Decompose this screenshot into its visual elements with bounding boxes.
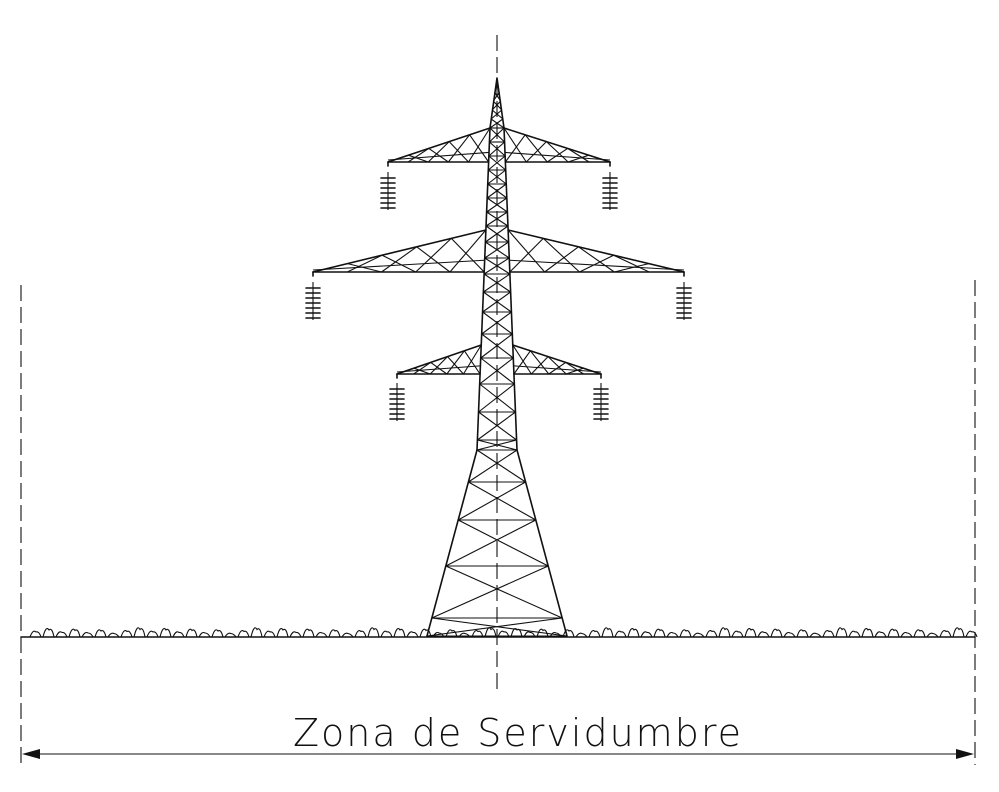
easement-zone-label: Zona de Servidumbre (293, 711, 743, 755)
grass-texture (29, 627, 978, 638)
easement-dimension-arrow (22, 749, 974, 759)
tower-body (426, 77, 568, 637)
tower-cross-arms (312, 127, 685, 379)
insulator-strings (305, 172, 692, 421)
